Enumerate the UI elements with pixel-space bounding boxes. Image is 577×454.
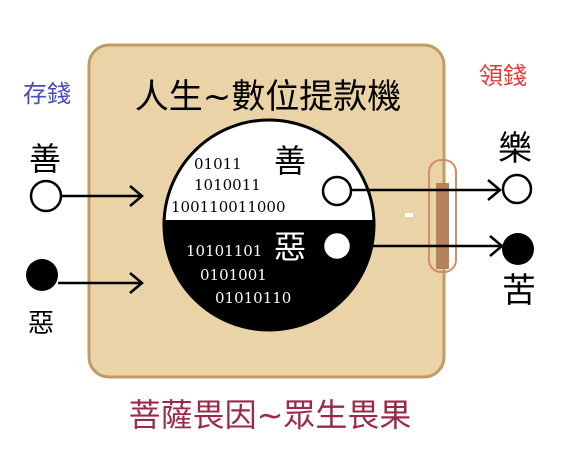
- output-suffering-label: 苦: [502, 271, 536, 311]
- input-evil-label: 惡: [28, 309, 54, 339]
- deposit-label: 存錢: [23, 80, 71, 108]
- input-evil-arrowhead: [129, 272, 144, 294]
- withdraw-label: 領錢: [479, 62, 527, 90]
- input-good-arrowhead: [129, 185, 144, 207]
- disc-evil-node: [321, 230, 353, 262]
- binary-black-2: 0101001: [200, 266, 267, 284]
- input-evil-node: [26, 259, 58, 291]
- disc-good-label: 善: [274, 142, 306, 180]
- output-joy-arrowhead: [487, 179, 502, 201]
- slot-highlight: [405, 213, 413, 217]
- output-suffering-node: [502, 233, 534, 265]
- input-good-label: 善: [29, 140, 61, 178]
- output-joy-label: 樂: [498, 129, 532, 169]
- output-slot: [436, 183, 449, 269]
- caption: 菩薩畏因~眾生畏果: [129, 396, 412, 434]
- binary-white-2: 1010011: [194, 176, 261, 194]
- input-good-node: [29, 179, 63, 213]
- diagram-title: 人生~數位提款機: [135, 77, 402, 117]
- binary-black-3: 01010110: [215, 289, 291, 307]
- disc-outline: [162, 118, 376, 332]
- output-suffering-arrowhead: [489, 235, 504, 257]
- output-slot-frame: [428, 159, 457, 273]
- binary-white-3: 100110011000: [171, 198, 286, 216]
- disc-good-node: [321, 175, 353, 207]
- binary-white-1: 01011: [194, 155, 242, 173]
- output-joy-node: [501, 173, 533, 205]
- disc-evil-label: 惡: [274, 228, 306, 266]
- binary-black-1: 10101101: [186, 242, 262, 260]
